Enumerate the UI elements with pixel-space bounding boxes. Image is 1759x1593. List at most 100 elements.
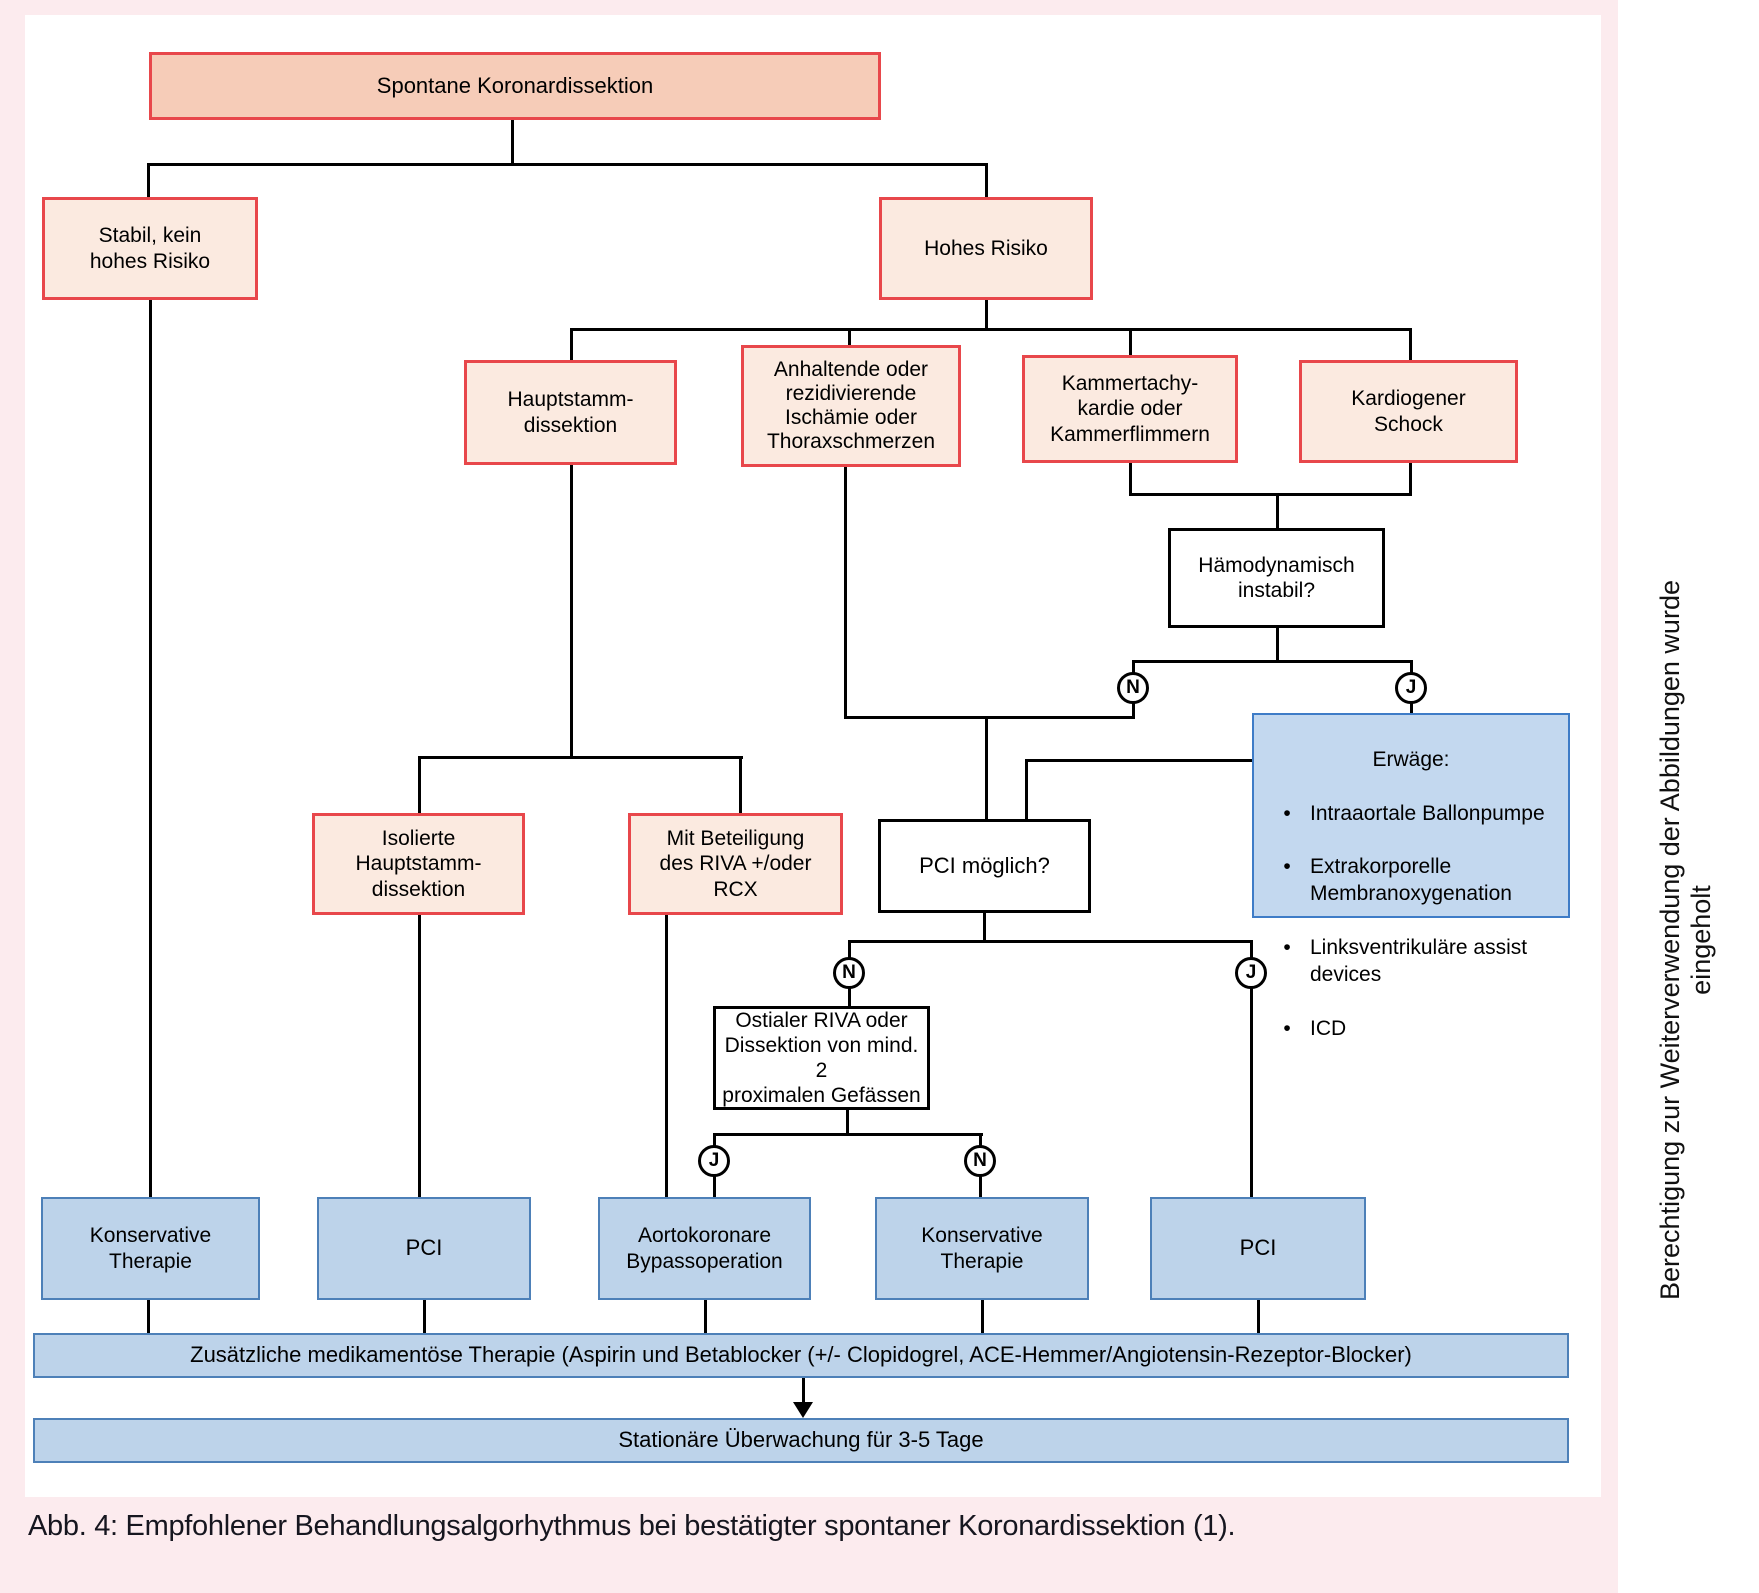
node-label: Anhaltende oder rezidivierende Ischämie …: [766, 357, 936, 454]
connector-line: [1409, 463, 1412, 495]
outcome-konservative-therapie-1: Konservative Therapie: [41, 1197, 260, 1300]
connector-line: [665, 915, 668, 1197]
circle-label: N: [842, 962, 856, 983]
list-item: • Linksventrikuläre assist devices: [1264, 935, 1558, 989]
list-item-label: Intraaortale Ballonpumpe: [1310, 801, 1545, 825]
connector-line: [979, 1176, 982, 1197]
connector-line: [1129, 463, 1132, 495]
connector-line: [1132, 662, 1135, 674]
connector-line: [147, 163, 988, 166]
node-label: PCI: [405, 1235, 443, 1261]
node-label: Hauptstamm- dissektion: [507, 388, 634, 437]
node-label: PCI: [1239, 1235, 1277, 1261]
node-kammertachykardie: Kammertachy- kardie oder Kammerflimmern: [1022, 355, 1238, 463]
connector-line: [713, 1135, 716, 1146]
outcome-pci-1: PCI: [317, 1197, 531, 1300]
connector-line: [1129, 493, 1412, 496]
bullet-icon: •: [1283, 1016, 1291, 1040]
node-label: Hohes Risiko: [924, 236, 1048, 260]
outcome-konservative-therapie-2: Konservative Therapie: [875, 1197, 1089, 1300]
connector-line: [423, 1300, 426, 1333]
figure-caption: Abb. 4: Empfohlener Behandlungsalgorhyth…: [28, 1510, 1236, 1542]
connector-line: [418, 758, 421, 813]
connector-line: [704, 1300, 707, 1333]
connector-line: [511, 120, 514, 164]
decision-circle-nein: N: [1117, 672, 1149, 704]
outcome-bypassoperation: Aortokoronare Bypassoperation: [598, 1197, 811, 1300]
connector-line: [983, 913, 986, 943]
connector-line: [713, 1176, 716, 1197]
connector-line: [985, 164, 988, 197]
node-label: Konservative Therapie: [89, 1224, 212, 1273]
connector-line: [418, 915, 421, 1197]
node-label: Kammertachy- kardie oder Kammerflimmern: [1050, 372, 1210, 446]
list-item: • Intraaortale Ballonpumpe: [1264, 801, 1558, 828]
node-stabil-kein-hohes-risiko: Stabil, kein hohes Risiko: [42, 197, 258, 300]
connector-line: [1129, 330, 1132, 356]
connector-line: [1410, 702, 1413, 715]
node-isolierte-hauptstammdissektion: Isolierte Hauptstamm- dissektion: [312, 813, 525, 915]
bullet-icon: •: [1283, 936, 1291, 959]
node-label: PCI möglich?: [919, 852, 1050, 878]
decision-haemodynamisch-instabil: Hämodynamisch instabil?: [1168, 528, 1385, 628]
connector-line: [570, 465, 573, 759]
connector-line: [713, 1133, 983, 1136]
list-item-label: Extrakorporelle Membranoxygenation: [1310, 855, 1512, 906]
node-label: Spontane Koronardissektion: [376, 72, 654, 98]
circle-label: N: [1126, 677, 1140, 698]
bar-stationaere-ueberwachung: Stationäre Überwachung für 3-5 Tage: [33, 1418, 1569, 1463]
connector-line: [981, 1300, 984, 1333]
node-spontane-koronardissektion: Spontane Koronardissektion: [149, 52, 881, 120]
connector-line: [147, 1300, 150, 1333]
node-label: Stabil, kein hohes Risiko: [89, 224, 211, 273]
connector-line: [979, 1135, 982, 1146]
connector-line: [1410, 662, 1413, 674]
node-label: Hämodynamisch instabil?: [1198, 553, 1355, 602]
connector-line: [1025, 761, 1028, 819]
node-mit-beteiligung-riva-rcx: Mit Beteiligung des RIVA +/oder RCX: [628, 813, 843, 915]
bar-medikamentoese-therapie: Zusätzliche medikamentöse Therapie (Aspi…: [33, 1333, 1569, 1378]
connector-line: [848, 988, 851, 1007]
node-kardiogener-schock: Kardiogener Schock: [1299, 360, 1518, 463]
circle-label: J: [1245, 962, 1257, 983]
connector-line: [1257, 1300, 1260, 1333]
node-label: Kardiogener Schock: [1351, 387, 1466, 436]
bullet-icon: •: [1283, 855, 1291, 879]
list-item: • ICD: [1264, 1016, 1558, 1043]
connector-line: [1250, 942, 1253, 958]
node-hauptstammdissektion: Hauptstamm- dissektion: [464, 360, 677, 465]
decision-ostialer-riva: Ostialer RIVA oder Dissektion von mind. …: [713, 1006, 930, 1110]
circle-label: N: [973, 1150, 987, 1171]
node-anhaltende-ischaemie: Anhaltende oder rezidivierende Ischämie …: [741, 345, 961, 467]
decision-circle-ja: J: [1235, 957, 1267, 989]
connector-line: [985, 300, 988, 330]
connector-line: [1276, 628, 1279, 662]
connector-line: [739, 758, 742, 813]
decision-circle-nein: N: [964, 1145, 996, 1177]
node-label: Aortokoronare Bypassoperation: [626, 1224, 783, 1273]
bar-label: Zusätzliche medikamentöse Therapie (Aspi…: [190, 1342, 1412, 1368]
list-item-label: Linksventrikuläre assist devices: [1310, 936, 1528, 986]
arrow-stem: [802, 1378, 805, 1406]
connector-line: [848, 940, 1253, 943]
connector-line: [846, 1110, 849, 1136]
node-erwaege-list: Erwäge: • Intraaortale Ballonpumpe • Ext…: [1252, 713, 1570, 1040]
connector-line: [1132, 702, 1135, 719]
connector-line: [1132, 660, 1413, 663]
connector-line: [147, 164, 150, 197]
connector-line: [985, 718, 988, 819]
node-label: Isolierte Hauptstamm- dissektion: [355, 827, 482, 901]
bar-label: Stationäre Überwachung für 3-5 Tage: [618, 1427, 984, 1453]
decision-circle-ja: J: [1395, 672, 1427, 704]
node-hohes-risiko: Hohes Risiko: [879, 197, 1093, 300]
decision-pci-moeglich: PCI möglich?: [878, 819, 1091, 913]
outcome-pci-2: PCI: [1150, 1197, 1366, 1300]
node-label: Mit Beteiligung des RIVA +/oder RCX: [659, 827, 812, 901]
node-label: Konservative Therapie: [921, 1224, 1043, 1273]
connector-line: [570, 330, 573, 360]
connector-line: [418, 756, 743, 759]
decision-circle-ja: J: [698, 1145, 730, 1177]
erwaege-title: Erwäge:: [1372, 747, 1450, 771]
connector-line: [149, 300, 152, 1197]
